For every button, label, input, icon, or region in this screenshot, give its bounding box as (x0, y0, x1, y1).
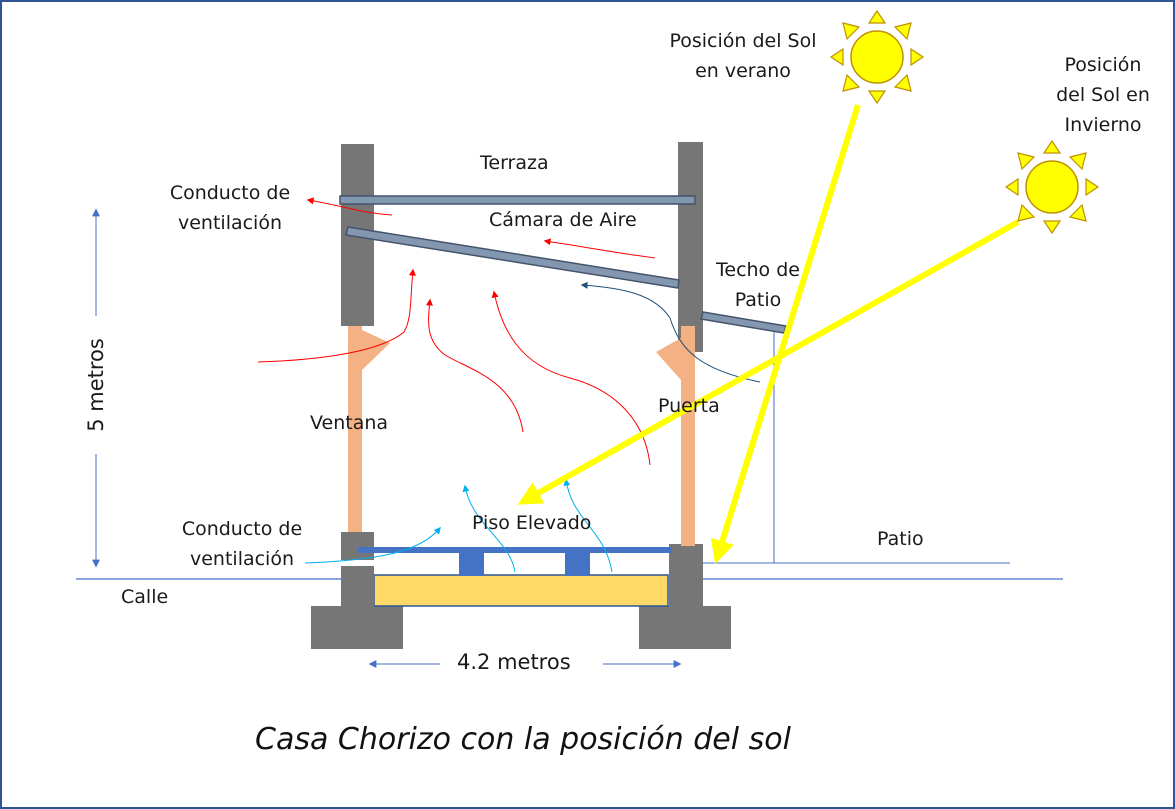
label-vent-duct-top: Conducto de ventilación (169, 182, 291, 234)
raised-floor-slab (358, 547, 672, 553)
right-wall-bottom (669, 544, 703, 608)
label-width: 4.2 metros (457, 650, 571, 674)
floor-base (373, 574, 669, 607)
foundation-right (639, 606, 731, 649)
floor-support-left (459, 553, 484, 576)
label-window: Ventana (310, 412, 389, 434)
left-wall-bottom (341, 532, 374, 560)
patio-air-current (580, 281, 761, 383)
warm-air-right (491, 290, 651, 466)
summer-sun-ray (710, 104, 861, 565)
label-sun-summer: Posición del Sol en verano (669, 30, 817, 82)
cool-air-duct (304, 526, 441, 564)
door-leaf (656, 338, 681, 380)
cool-air-floor-right (563, 478, 613, 573)
right-wall-top (678, 142, 703, 352)
label-raised-floor: Piso Elevado (472, 512, 592, 534)
diagram-title: Casa Chorizo con la posición del sol (255, 722, 791, 757)
cool-air-floor-left (462, 484, 516, 573)
door-frame (681, 326, 695, 546)
winter-sun-ray (517, 219, 1020, 505)
left-wall-footing (341, 566, 374, 608)
floor-support-right (565, 553, 590, 576)
label-sun-winter: Posición del Sol en Invierno (1056, 54, 1150, 136)
warm-air-top-vent (306, 197, 393, 216)
inclined-roof (345, 226, 680, 289)
label-patio: Patio (877, 528, 924, 550)
label-terrace: Terraza (480, 152, 549, 174)
label-air-chamber: Cámara de Aire (489, 209, 637, 231)
terrace-slab (339, 195, 696, 205)
foundation-left (311, 606, 403, 649)
patio-roof (700, 311, 787, 334)
warm-air-center (425, 298, 524, 433)
label-patio-roof: Techo de Patio (716, 259, 800, 311)
warm-air-chamber (543, 238, 656, 259)
label-vent-duct-bottom: Conducto de ventilación (181, 518, 303, 570)
winter-sun-icon (1004, 139, 1100, 235)
label-street: Calle (121, 586, 169, 608)
label-door: Puerta (658, 395, 720, 417)
window-frame (348, 326, 362, 532)
summer-sun-icon (829, 9, 925, 105)
window-sash (362, 330, 390, 370)
warm-air-window (257, 268, 416, 363)
label-height: 5 metros (84, 338, 108, 432)
